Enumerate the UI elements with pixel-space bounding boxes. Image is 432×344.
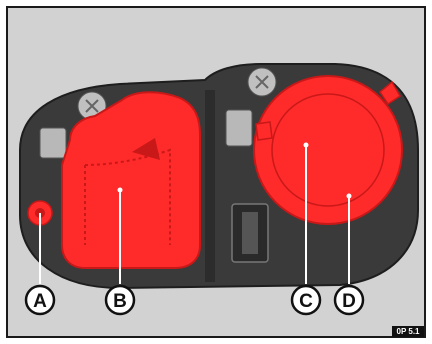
leader-dot-c (304, 143, 309, 148)
leader-dot-b (118, 188, 123, 193)
callout-a-label: A (33, 291, 47, 312)
figure-code-badge: 0P 5.1 (392, 326, 424, 337)
socket-right-upper (226, 110, 252, 146)
callout-d-label: D (342, 291, 356, 312)
round-cover-disc (254, 76, 402, 224)
connector-pins (242, 212, 258, 254)
housing-divider (205, 90, 215, 282)
callout-d: D (335, 286, 363, 314)
callout-b: B (106, 286, 134, 314)
callout-a: A (26, 286, 54, 314)
figure-code-text: 0P 5.1 (397, 327, 421, 336)
callout-c-label: C (299, 291, 313, 312)
leader-dot-d (347, 194, 352, 199)
cover-cd-highlight (254, 76, 402, 224)
callout-b-label: B (113, 291, 127, 312)
socket-left-upper (40, 128, 66, 158)
callout-c: C (292, 286, 320, 314)
round-cover-tab-left (256, 122, 272, 140)
